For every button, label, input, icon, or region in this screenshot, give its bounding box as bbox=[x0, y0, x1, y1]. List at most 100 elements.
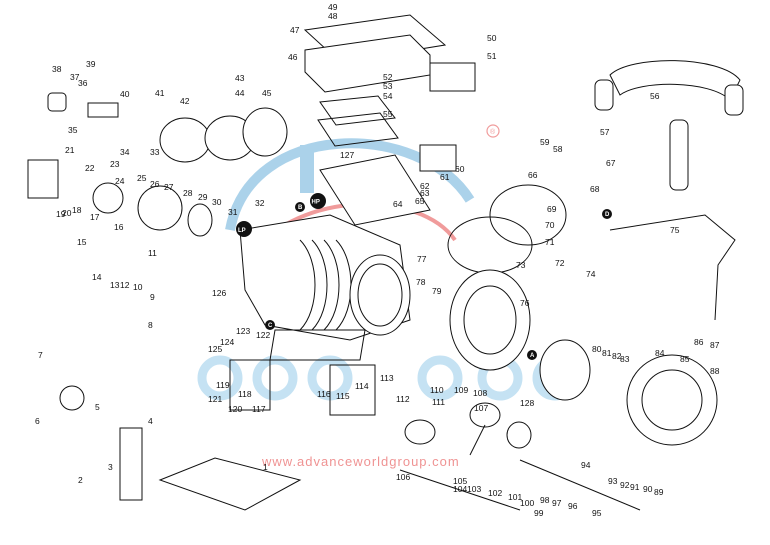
callout-70: 70 bbox=[545, 220, 555, 230]
callout-15: 15 bbox=[77, 237, 87, 247]
callout-54: 54 bbox=[383, 91, 393, 101]
callout-84: 84 bbox=[655, 348, 665, 358]
callout-25: 25 bbox=[137, 173, 147, 183]
callout-1: 1 bbox=[263, 462, 268, 472]
callout-121: 121 bbox=[208, 394, 222, 404]
callout-122: 122 bbox=[256, 330, 270, 340]
callout-104: 104 bbox=[453, 484, 467, 494]
callout-90: 90 bbox=[643, 484, 653, 494]
callout-117: 117 bbox=[252, 404, 266, 414]
callout-48: 48 bbox=[328, 11, 338, 21]
callout-80: 80 bbox=[592, 344, 602, 354]
callout-66: 66 bbox=[528, 170, 538, 180]
callout-78: 78 bbox=[416, 277, 426, 287]
parts-artwork bbox=[27, 14, 744, 511]
callout-76: 76 bbox=[520, 298, 530, 308]
callout-19: 19 bbox=[56, 209, 66, 219]
callout-33: 33 bbox=[150, 147, 160, 157]
callout-87: 87 bbox=[710, 340, 720, 350]
callout-58: 58 bbox=[553, 144, 563, 154]
svg-text:®: ® bbox=[490, 128, 496, 136]
callout-107: 107 bbox=[474, 403, 488, 413]
callout-127: 127 bbox=[340, 150, 354, 160]
callout-68: 68 bbox=[590, 184, 600, 194]
callout-65: 65 bbox=[415, 196, 425, 206]
callout-103: 103 bbox=[467, 484, 481, 494]
callout-72: 72 bbox=[555, 258, 565, 268]
callout-49: 49 bbox=[328, 2, 338, 12]
callout-79: 79 bbox=[432, 286, 442, 296]
callout-128: 128 bbox=[520, 398, 534, 408]
callout-29: 29 bbox=[198, 192, 208, 202]
callout-99: 99 bbox=[534, 508, 544, 518]
callout-30: 30 bbox=[212, 197, 222, 207]
callout-126: 126 bbox=[212, 288, 226, 298]
callout-123: 123 bbox=[236, 326, 250, 336]
svg-text:HP: HP bbox=[312, 200, 320, 206]
tag-a: A bbox=[527, 350, 537, 360]
callout-53: 53 bbox=[383, 81, 393, 91]
callout-75: 75 bbox=[670, 225, 680, 235]
callout-2: 2 bbox=[78, 475, 83, 485]
callout-61: 61 bbox=[440, 172, 450, 182]
callout-83: 83 bbox=[620, 354, 630, 364]
callout-47: 47 bbox=[290, 25, 300, 35]
callout-98: 98 bbox=[540, 495, 550, 505]
callout-10: 10 bbox=[133, 282, 143, 292]
callout-40: 40 bbox=[120, 89, 130, 99]
callout-114: 114 bbox=[355, 381, 369, 391]
callout-44: 44 bbox=[235, 88, 245, 98]
watermark-url: www.advanceworldgroup.com bbox=[261, 454, 460, 469]
tag-d: D bbox=[602, 209, 612, 219]
callout-41: 41 bbox=[155, 88, 165, 98]
callout-91: 91 bbox=[630, 482, 640, 492]
callout-111: 111 bbox=[432, 397, 445, 407]
callout-55: 55 bbox=[383, 109, 393, 119]
callout-17: 17 bbox=[90, 212, 100, 222]
callout-101: 101 bbox=[508, 492, 522, 502]
callout-74: 74 bbox=[586, 269, 596, 279]
callout-95: 95 bbox=[592, 508, 602, 518]
callout-105: 105 bbox=[453, 476, 467, 486]
callout-28: 28 bbox=[183, 188, 193, 198]
callout-109: 109 bbox=[454, 385, 468, 395]
callout-60: 60 bbox=[455, 164, 465, 174]
callout-43: 43 bbox=[235, 73, 245, 83]
callout-37: 37 bbox=[70, 72, 80, 82]
callout-26: 26 bbox=[150, 179, 160, 189]
callout-86: 86 bbox=[694, 337, 704, 347]
callout-120: 120 bbox=[228, 404, 242, 414]
callout-32: 32 bbox=[255, 198, 265, 208]
callout-73: 73 bbox=[516, 260, 526, 270]
callout-22: 22 bbox=[85, 163, 95, 173]
svg-text:LP: LP bbox=[238, 228, 246, 234]
callout-100: 100 bbox=[520, 498, 534, 508]
callout-24: 24 bbox=[115, 176, 125, 186]
tag-c: C bbox=[265, 320, 275, 330]
callout-89: 89 bbox=[654, 487, 664, 497]
callout-23: 23 bbox=[110, 159, 120, 169]
callout-3: 3 bbox=[108, 462, 113, 472]
callout-63: 63 bbox=[420, 188, 430, 198]
callout-113: 113 bbox=[380, 373, 394, 383]
callout-11: 11 bbox=[148, 248, 157, 258]
callout-52: 52 bbox=[383, 72, 393, 82]
callout-50: 50 bbox=[487, 33, 497, 43]
callout-8: 8 bbox=[148, 320, 153, 330]
tag-lp: LP bbox=[236, 221, 252, 237]
tag-markers: LP HP B C A D bbox=[236, 193, 612, 360]
callout-110: 110 bbox=[430, 385, 444, 395]
svg-text:B: B bbox=[298, 205, 303, 211]
callout-92: 92 bbox=[620, 480, 630, 490]
callout-64: 64 bbox=[393, 199, 403, 209]
callout-108: 108 bbox=[473, 388, 487, 398]
callout-7: 7 bbox=[38, 350, 43, 360]
callout-38: 38 bbox=[52, 64, 62, 74]
callout-45: 45 bbox=[262, 88, 272, 98]
callout-20: 20 bbox=[62, 208, 72, 218]
callout-116: 116 bbox=[317, 389, 331, 399]
callout-115: 115 bbox=[336, 391, 350, 401]
callout-97: 97 bbox=[552, 498, 562, 508]
